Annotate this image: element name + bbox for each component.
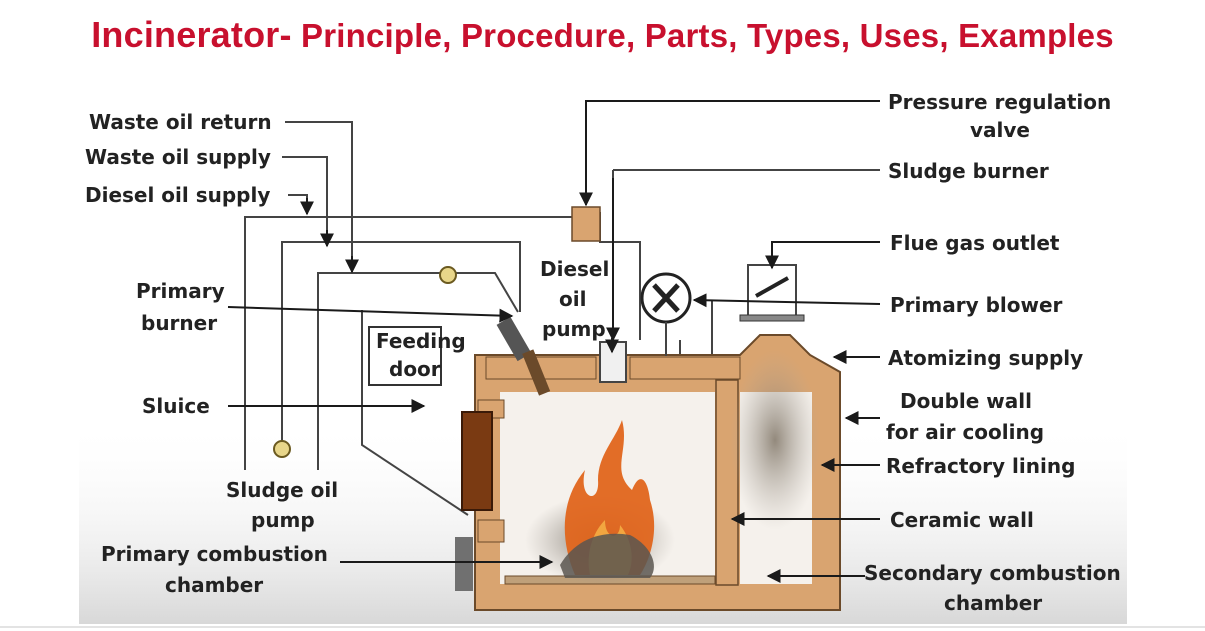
label-refractory-lining: Refractory lining bbox=[886, 454, 1075, 478]
smoke-secondary bbox=[730, 350, 820, 530]
sluice-outline bbox=[361, 310, 469, 516]
pipe-arrows bbox=[300, 198, 359, 274]
label-double-wall-2: for air cooling bbox=[886, 420, 1044, 444]
flue-gas-outlet-stack bbox=[739, 264, 805, 322]
bottom-divider bbox=[0, 626, 1205, 628]
sludge-oil-pump-icon bbox=[273, 440, 291, 458]
waste-pipe-loop bbox=[281, 241, 521, 448]
waste-oil-supply-line bbox=[282, 156, 328, 244]
label-double-wall-1: Double wall bbox=[900, 389, 1032, 413]
label-atomizing-supply: Atomizing supply bbox=[888, 346, 1083, 370]
pressure-regulation-valve bbox=[571, 206, 601, 242]
return-pipe-loop bbox=[317, 272, 519, 470]
labels: Waste oil return Waste oil supply Diesel… bbox=[85, 90, 1121, 615]
label-feeding-door-2: door bbox=[389, 357, 441, 381]
wall-block-2 bbox=[477, 519, 505, 543]
label-flue-gas-outlet: Flue gas outlet bbox=[890, 231, 1060, 255]
sludge-burner-icon bbox=[599, 169, 880, 383]
title-rest: Principle, Procedure, Parts, Types, Uses… bbox=[291, 17, 1114, 54]
diesel-pipe-loop bbox=[244, 216, 572, 470]
sludge-pump-top-icon bbox=[439, 266, 457, 284]
primary-blower-icon bbox=[640, 272, 692, 356]
label-sluice: Sluice bbox=[142, 394, 210, 418]
leader-lines bbox=[227, 100, 881, 583]
label-primary-combustion-1: Primary combustion bbox=[101, 542, 328, 566]
label-sludge-burner: Sludge burner bbox=[888, 159, 1049, 183]
label-diesel-oil-pump-2: oil bbox=[559, 287, 586, 311]
label-primary-burner-2: burner bbox=[141, 311, 217, 335]
primary-burner-icon bbox=[496, 316, 551, 396]
label-diesel-oil-supply: Diesel oil supply bbox=[85, 183, 270, 207]
fire-icon bbox=[560, 420, 655, 578]
diesel-oil-supply-line bbox=[288, 194, 308, 212]
label-pressure-regulation-1: Pressure regulation bbox=[888, 90, 1111, 114]
label-ceramic-wall: Ceramic wall bbox=[890, 508, 1034, 532]
leader-primary-blower bbox=[692, 293, 881, 308]
label-primary-burner-1: Primary bbox=[136, 279, 225, 303]
feeding-door-panel bbox=[461, 411, 493, 511]
ash-door-block bbox=[455, 537, 473, 591]
label-waste-oil-return: Waste oil return bbox=[89, 110, 272, 134]
waste-oil-return-line bbox=[285, 121, 353, 270]
diagram-svg: Waste oil return Waste oil supply Diesel… bbox=[79, 90, 1127, 624]
label-waste-oil-supply: Waste oil supply bbox=[85, 145, 271, 169]
label-primary-combustion-2: chamber bbox=[165, 573, 263, 597]
leader-pressure-valve bbox=[579, 100, 880, 207]
label-secondary-combustion-1: Secondary combustion bbox=[864, 561, 1121, 585]
label-diesel-oil-pump-3: pump bbox=[542, 317, 606, 341]
roof-right bbox=[629, 356, 741, 380]
leader-primary-burner bbox=[227, 306, 514, 323]
leader-flue-gas bbox=[765, 241, 880, 270]
label-sludge-oil-pump-2: pump bbox=[251, 508, 315, 532]
incinerator-diagram: Waste oil return Waste oil supply Diesel… bbox=[79, 83, 1127, 624]
title-lead: Incinerator- bbox=[91, 14, 292, 55]
label-diesel-oil-pump-1: Diesel bbox=[540, 257, 609, 281]
label-pressure-regulation-2: valve bbox=[970, 118, 1030, 142]
damper-icon bbox=[755, 276, 789, 298]
label-sludge-oil-pump-1: Sludge oil bbox=[226, 478, 338, 502]
burning-waste bbox=[560, 533, 654, 578]
label-feeding-door-1: Feeding bbox=[376, 329, 466, 353]
label-secondary-combustion-2: chamber bbox=[944, 591, 1042, 615]
label-primary-blower: Primary blower bbox=[890, 293, 1063, 317]
feeding-door-box bbox=[368, 326, 442, 386]
page-title: Incinerator- Principle, Procedure, Parts… bbox=[0, 14, 1205, 56]
